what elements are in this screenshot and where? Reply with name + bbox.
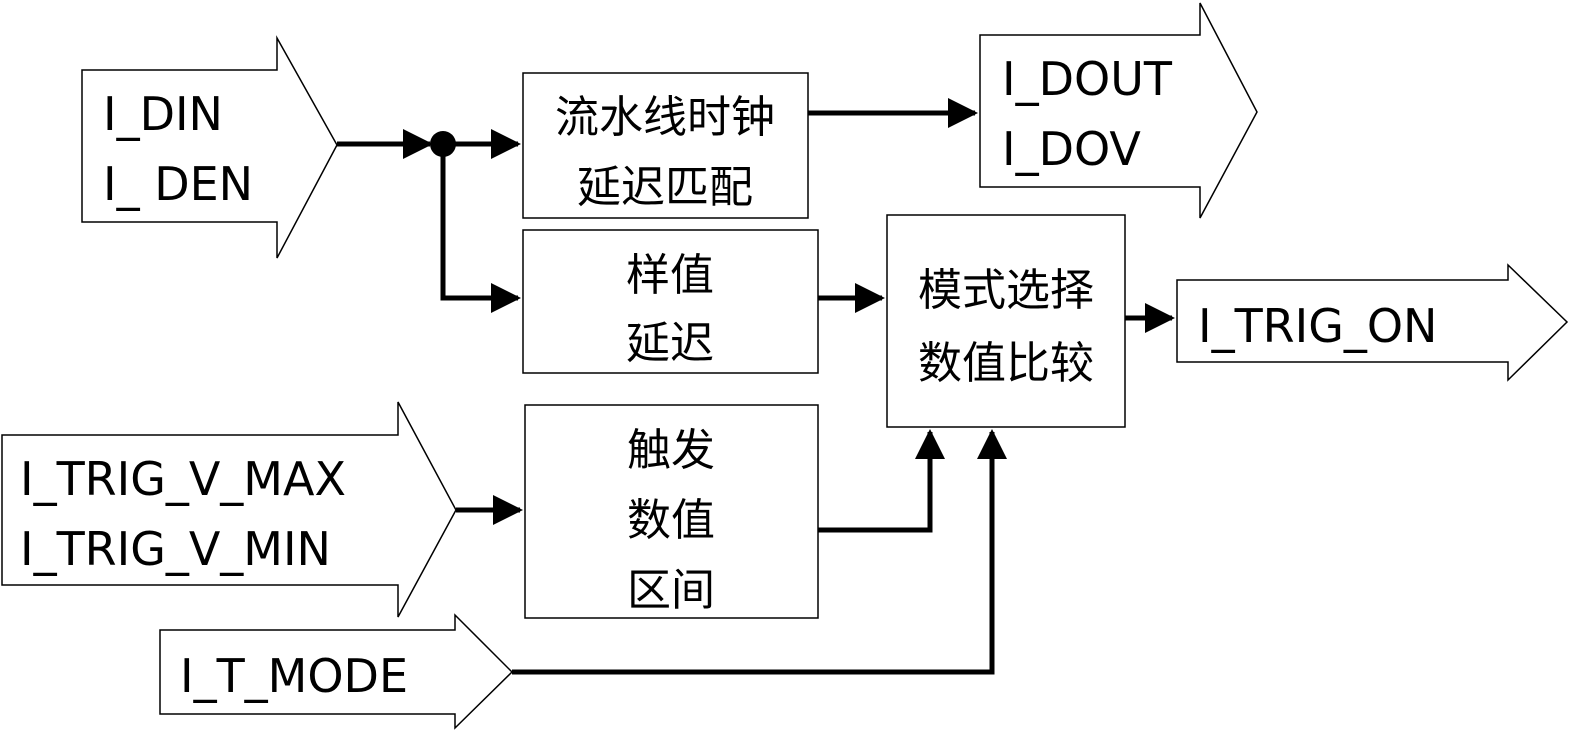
label-i-trig-v-max: I_TRIG_V_MAX [20,452,346,506]
sample-delay-line2: 延迟 [626,318,714,369]
label-i-dout: I_DOUT [1002,52,1173,106]
wire-t-mode-to-compare [512,429,1007,675]
input-trig-v-arrow [1,401,457,618]
trigger-range-block [524,404,819,619]
trigger-range-line3: 区间 [627,565,715,616]
mode-compare-line1: 模式选择 [918,265,1094,316]
trigger-range-line2: 数值 [627,495,715,546]
pipeline-delay-line1: 流水线时钟 [555,92,775,143]
label-i-dov: I_DOV [1002,122,1141,176]
pipeline-delay-line2: 延迟匹配 [577,162,753,213]
label-i-trig-v-min: I_TRIG_V_MIN [20,522,331,576]
connections [337,98,1175,675]
trigger-range-line1: 触发 [627,425,715,476]
wire-range-to-compare [818,429,945,533]
sample-delay-block [522,229,819,374]
mode-compare-line2: 数值比较 [918,338,1094,389]
input-t-mode-arrow [159,613,514,730]
input-din-den-arrow [81,35,338,259]
output-dout-dov-arrow [979,2,1258,219]
label-i-trig-on: I_TRIG_ON [1198,299,1437,353]
label-i-din: I_DIN [103,87,223,141]
label-i-den: I_ DEN [103,157,253,211]
label-i-t-mode: I_T_MODE [180,649,408,703]
sample-delay-line1: 样值 [626,250,714,301]
wire-junction-to-sample [440,144,521,313]
mode-compare-block [886,214,1126,428]
pipeline-delay-block [522,72,809,219]
output-trig-on-arrow [1176,263,1569,382]
